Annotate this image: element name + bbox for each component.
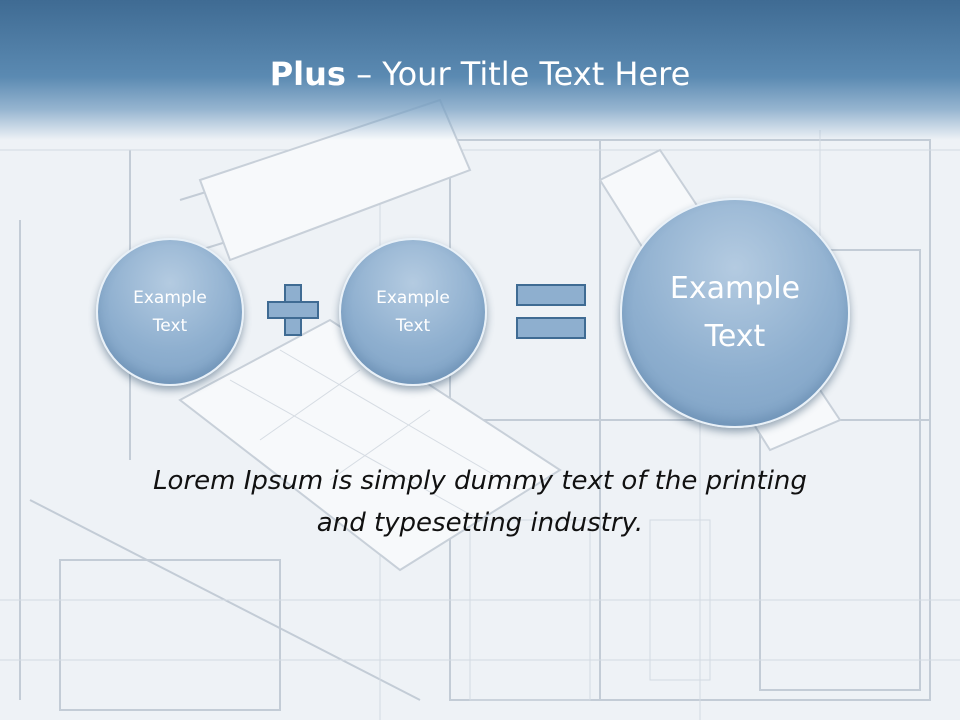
slide-title: Plus – Your Title Text Here — [0, 52, 960, 96]
circle-3-label: Example Text — [669, 271, 801, 354]
example-circle-1: Example Text — [96, 238, 244, 386]
circle-1-label: Example Text — [133, 288, 207, 336]
circle-2-label: Example Text — [376, 288, 450, 336]
title-bar — [0, 0, 960, 140]
body-text: Lorem Ipsum is simply dummy text of the … — [153, 466, 807, 538]
title-bold: Plus — [269, 55, 346, 93]
plus-icon — [267, 284, 319, 336]
equals-icon — [516, 284, 586, 340]
title-text: – Your Title Text Here — [345, 55, 691, 93]
example-circle-2: Example Text — [339, 238, 487, 386]
example-circle-result: Example Text — [620, 198, 850, 428]
